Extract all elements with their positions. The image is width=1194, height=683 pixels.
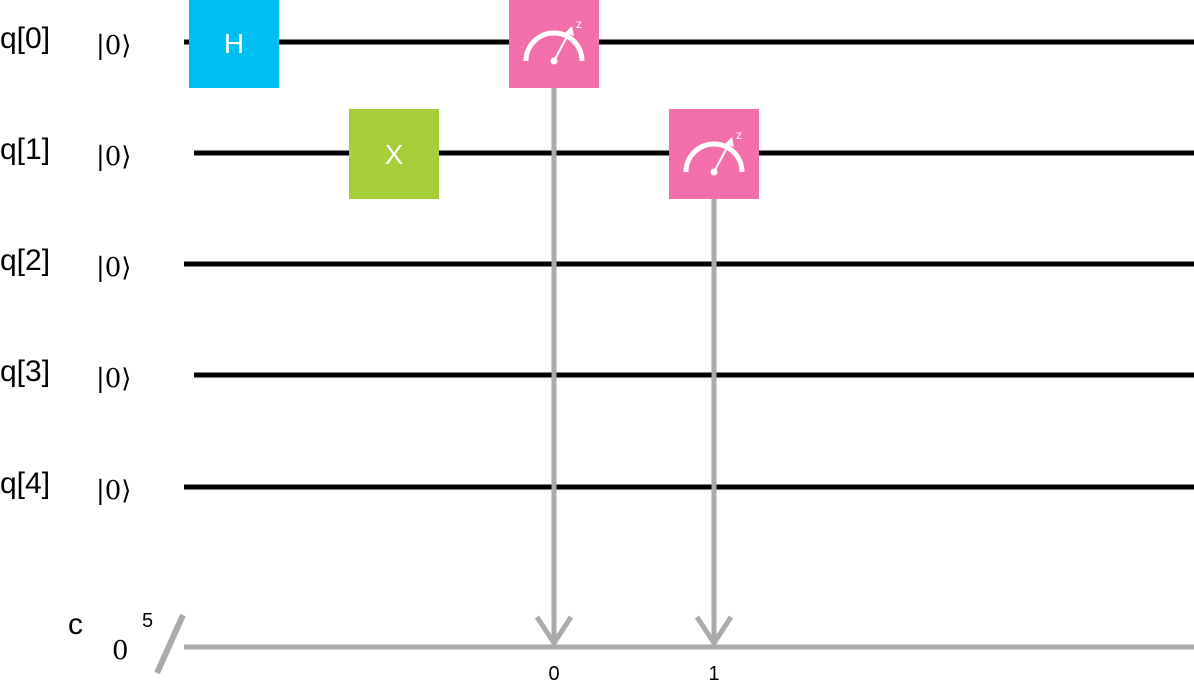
measure-basis-label: z (736, 128, 742, 142)
x-gate-q1[interactable]: X (349, 109, 439, 199)
qubit-init-state-4: |0⟩ (96, 476, 131, 506)
classical-bit-index-0: 0 (548, 663, 559, 683)
meter-icon (683, 137, 745, 176)
qubit-wires (184, 39, 1194, 490)
measurements: zz (509, 0, 759, 199)
measurement-arrowhead-1 (694, 615, 734, 648)
qubit-labels: q[0] |0⟩ q[1] |0⟩ q[2] |0⟩ q[3] |0⟩ q[4] |0⟩ (0, 22, 131, 506)
qubit-label-0: q[0] (0, 22, 50, 55)
classical-bit-index-1: 1 (708, 663, 719, 683)
x-gate-label: X (385, 139, 404, 170)
x-gate-box (349, 109, 439, 199)
classical-register-init: 0 (112, 636, 129, 666)
qubit-init-state-2: |0⟩ (96, 253, 131, 283)
qubit-init-state-1: |0⟩ (96, 142, 131, 172)
qubit-label-3: q[3] (0, 355, 50, 388)
h-gate-box (189, 0, 279, 88)
qubit-label-1: q[1] (0, 133, 50, 166)
classical-register-width: 5 (142, 610, 153, 632)
h-gate-q0[interactable]: H (189, 0, 279, 88)
measure-basis-label: z (576, 17, 582, 31)
qubit-label-4: q[4] (0, 467, 50, 500)
gates: HX (189, 0, 439, 199)
qubit-init-state-0: |0⟩ (96, 31, 131, 61)
meter-icon (523, 26, 585, 65)
qubit-label-2: q[2] (0, 244, 50, 277)
measure-gate-box (669, 109, 759, 199)
classical-register: c 0 5 (68, 608, 1194, 675)
measure-gate-box (509, 0, 599, 88)
classical-register-label: c (68, 608, 83, 641)
measure-gate-q0[interactable]: z (509, 0, 599, 88)
qubit-init-state-3: |0⟩ (96, 364, 131, 394)
h-gate-label: H (224, 28, 244, 59)
measurement-arrowhead-0 (534, 615, 574, 648)
measure-gate-q1[interactable]: z (669, 109, 759, 199)
classical-bundle-slash (154, 613, 186, 675)
